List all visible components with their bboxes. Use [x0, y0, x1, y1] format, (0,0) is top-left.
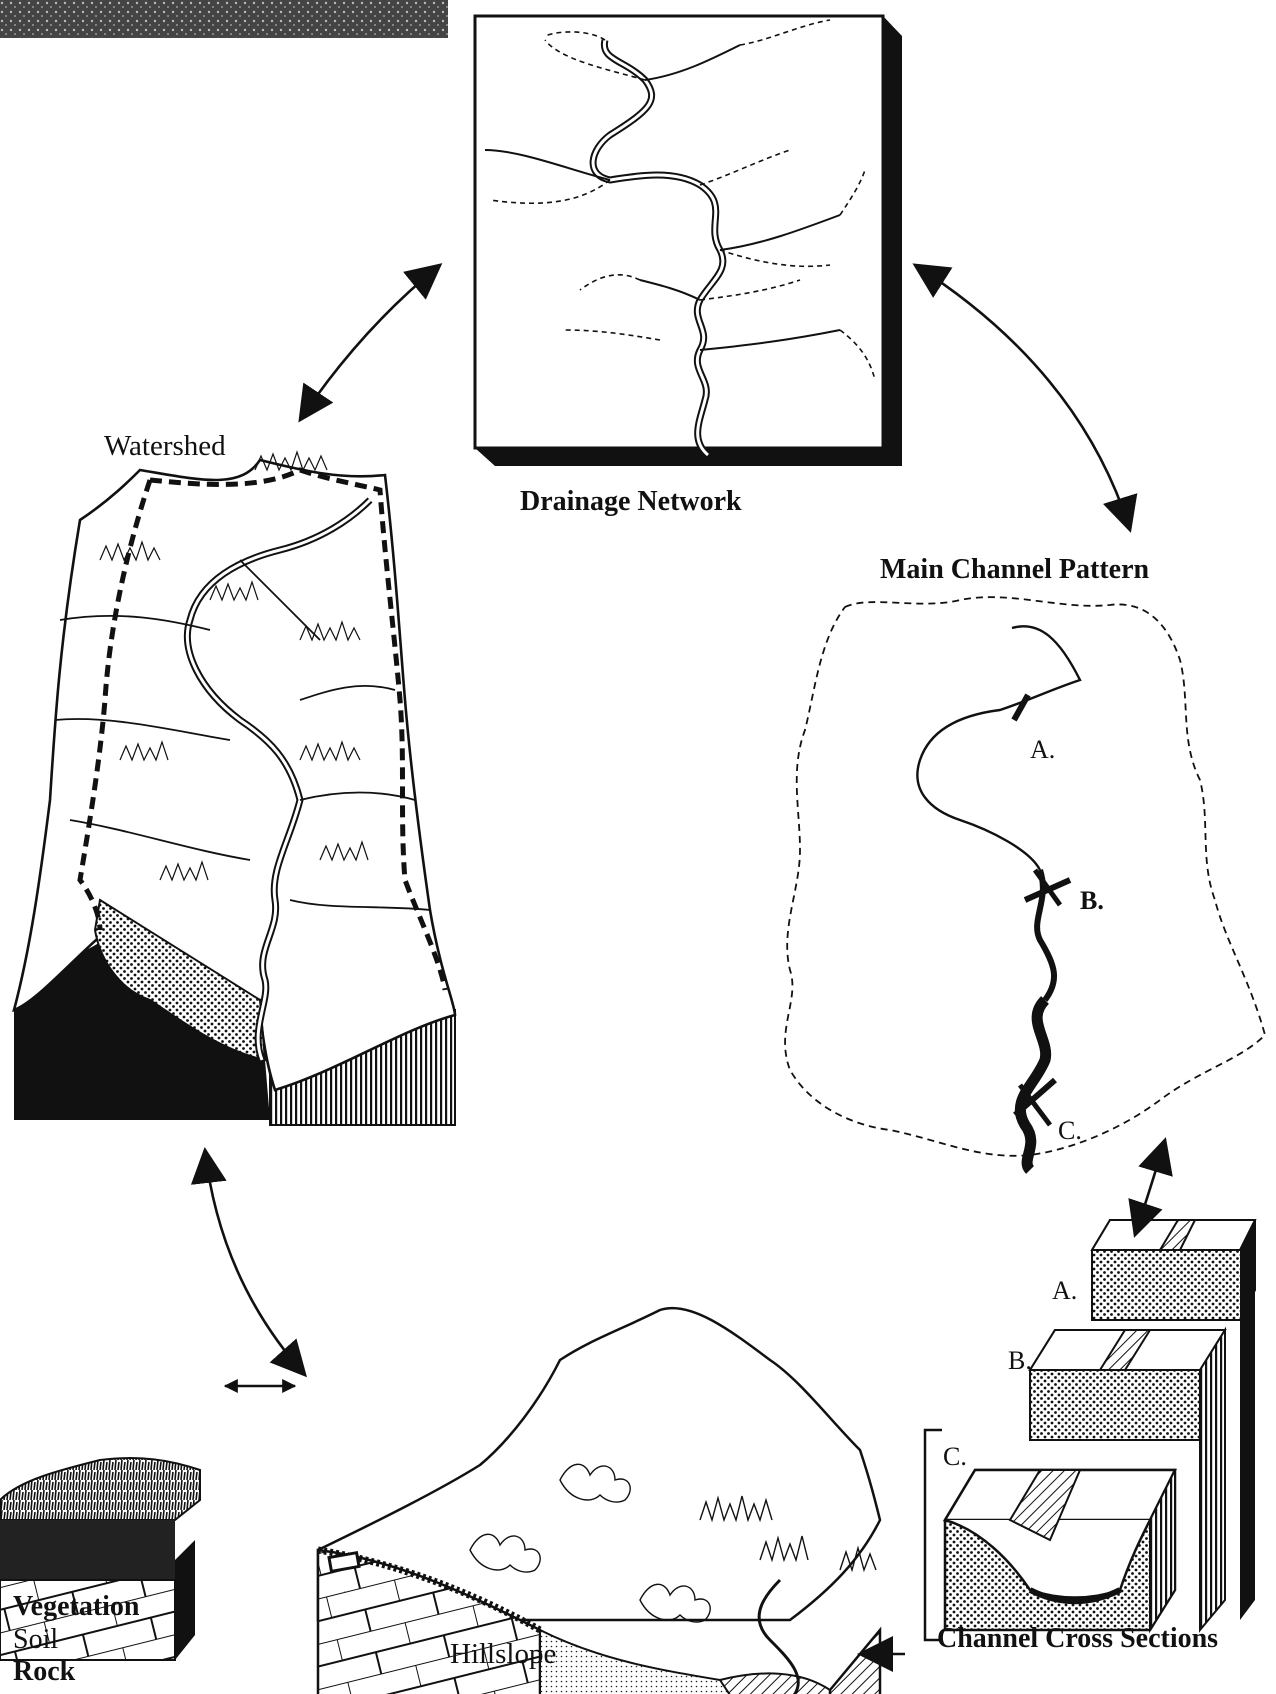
channel-lower	[1020, 1000, 1045, 1170]
label-channel-cross-sections: Channel Cross Sections	[937, 1625, 1218, 1653]
marker-channel-a: A.	[1030, 737, 1055, 763]
hillslope-panel	[318, 1308, 880, 1694]
hillslope-channel-bed	[720, 1673, 830, 1694]
label-drainage-network: Drainage Network	[520, 488, 742, 516]
banner-fragment	[0, 0, 448, 38]
basin-outline	[785, 597, 1265, 1156]
label-main-channel-pattern: Main Channel Pattern	[880, 556, 1149, 584]
drainage-network-panel	[475, 16, 902, 466]
soil-layer	[0, 1520, 175, 1580]
watershed-panel	[14, 452, 455, 1125]
label-watershed: Watershed	[104, 432, 226, 461]
marker-channel-b: B.	[1080, 888, 1104, 914]
label-soil: Soil	[13, 1626, 58, 1654]
bracket-c	[925, 1430, 942, 1640]
main-channel-panel	[785, 597, 1265, 1170]
arrow-drainage-channel	[915, 265, 1130, 530]
cross-sections-panel	[925, 1220, 1255, 1640]
marker-cross-b: B.	[1008, 1348, 1032, 1374]
marker-cross-a: A.	[1052, 1278, 1077, 1304]
marker-cross-c: C.	[943, 1444, 967, 1470]
label-rock: Rock	[13, 1658, 75, 1686]
label-vegetation: Vegetation	[13, 1593, 140, 1621]
section-tick-a	[1014, 695, 1028, 720]
marker-channel-c: C.	[1058, 1118, 1082, 1144]
arrow-watershed-drainage	[300, 265, 440, 420]
channel-thread	[917, 626, 1080, 870]
label-hillslope: Hillslope	[450, 1640, 556, 1669]
arrow-watershed-hillslope	[205, 1150, 305, 1375]
